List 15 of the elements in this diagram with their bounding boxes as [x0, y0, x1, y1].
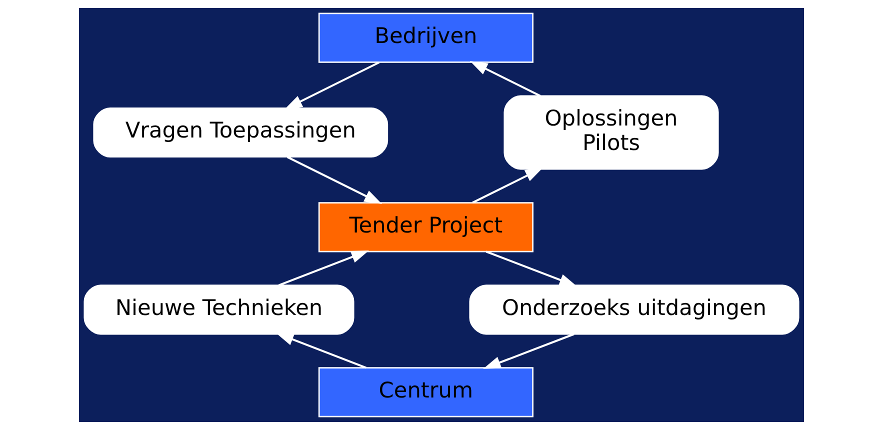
arrow	[485, 250, 576, 286]
arrow	[275, 333, 366, 369]
node-box: Onderzoeks uitdagingen	[468, 284, 799, 335]
node-box: Tender Project	[318, 202, 533, 252]
arrow	[482, 333, 574, 369]
arrow	[278, 250, 368, 286]
node-box: Centrum	[318, 367, 533, 418]
arrow	[286, 156, 382, 204]
node-box: Nieuwe Technieken	[83, 284, 354, 335]
node-box: Vragen Toepassingen	[92, 107, 388, 158]
node-box: Bedrijven	[318, 12, 533, 63]
arrow	[284, 61, 380, 110]
node-box: Oplossingen Pilots	[503, 95, 718, 170]
arrow	[469, 61, 540, 97]
arrow	[472, 168, 542, 204]
